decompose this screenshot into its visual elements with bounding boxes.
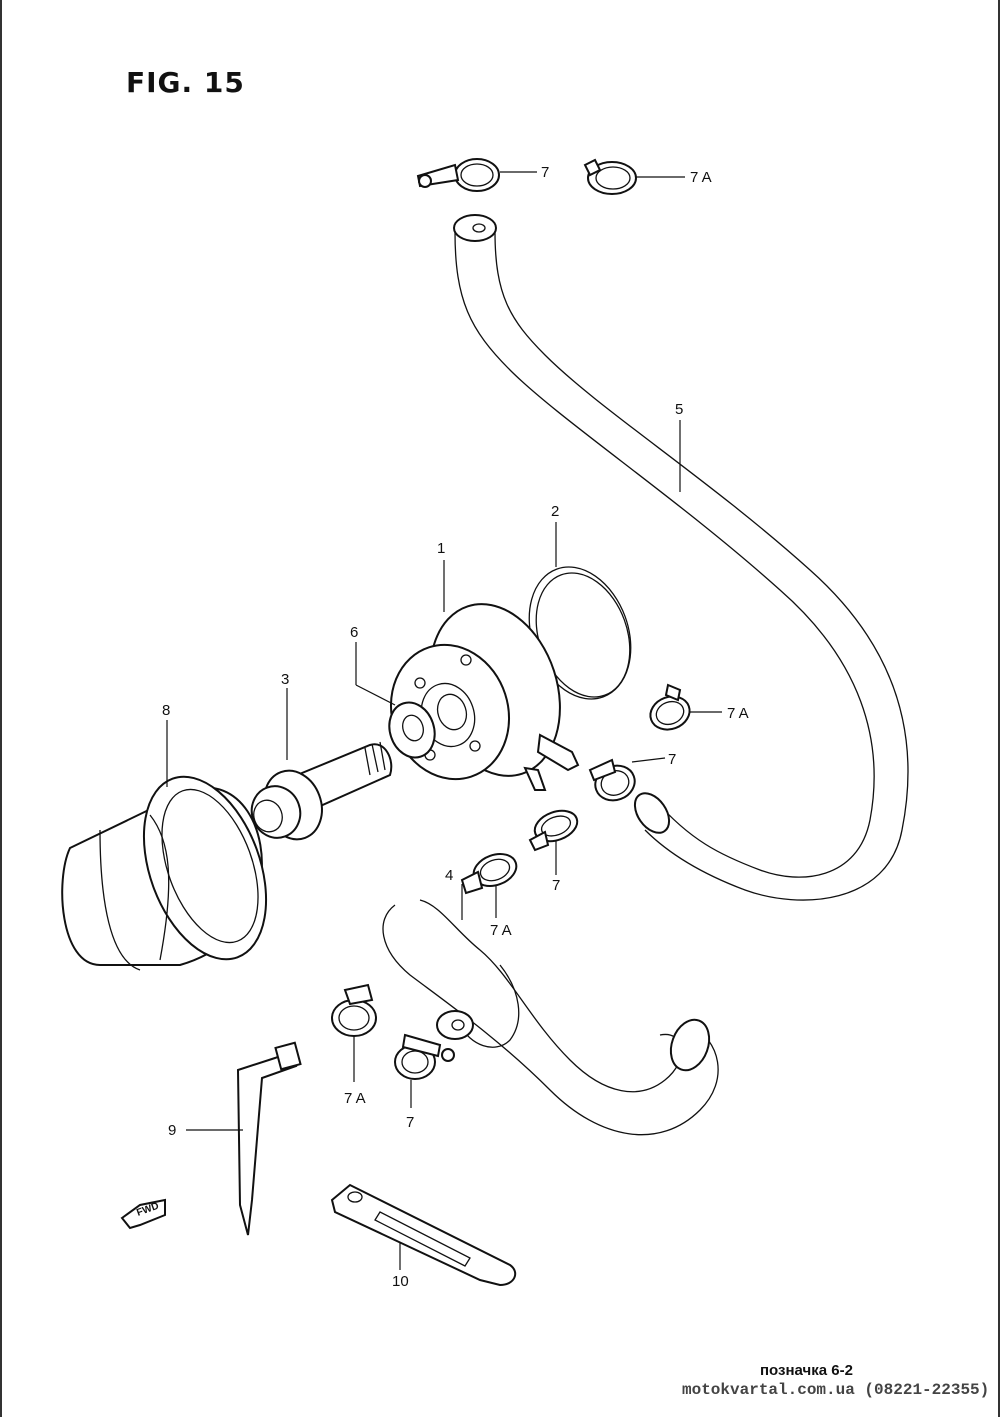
callout-6: 6: [350, 624, 358, 641]
footer-source: motokvartal.com.ua (08221-22355): [682, 1381, 990, 1399]
callout-7-top: 7: [541, 164, 549, 181]
hose-clamp-top-b: [583, 158, 637, 195]
leader-lines: [166, 171, 722, 1270]
lower-oil-hose: [382, 899, 719, 1136]
callout-8: 8: [162, 702, 170, 719]
callout-9: 9: [168, 1122, 176, 1139]
hose-clamp-right-b: [588, 758, 636, 802]
oil-filter: [61, 775, 268, 971]
hose-clamp-lower-a: [331, 983, 377, 1037]
hose-clamp-mid: [528, 809, 579, 852]
callout-7-right: 7: [668, 751, 676, 768]
callout-7-lower: 7: [406, 1114, 414, 1131]
callout-5: 5: [675, 401, 683, 418]
figure-title: FIG. 15: [126, 66, 245, 99]
callout-2: 2: [551, 503, 559, 520]
washer: [388, 701, 436, 759]
callout-10: 10: [392, 1273, 409, 1290]
callout-7a-right: 7 A: [727, 705, 749, 722]
callout-4: 4: [445, 867, 453, 884]
union-bolt: [250, 741, 393, 841]
callout-7a-top: 7 A: [690, 169, 712, 186]
footer-note: позначка 6-2: [760, 1362, 853, 1379]
callout-7-mid: 7: [552, 877, 560, 894]
hose-clamp-mid-b: [460, 853, 518, 895]
hose-clamp-lower-b: [394, 1033, 455, 1080]
callout-3: 3: [281, 671, 289, 688]
oil-cooler-adapter: [389, 603, 580, 791]
oil-filter-wrench: [236, 1041, 302, 1236]
upper-oil-hose: [453, 214, 909, 901]
callout-7a-lower: 7 A: [344, 1090, 366, 1107]
callout-7a-mid: 7 A: [490, 922, 512, 939]
forward-direction-badge: FWD: [120, 1198, 166, 1230]
hose-clamp-right-a: [649, 683, 691, 731]
callout-1: 1: [437, 540, 445, 557]
hose-clamp-top-a: [416, 158, 500, 192]
mounting-bracket: [330, 1183, 517, 1287]
